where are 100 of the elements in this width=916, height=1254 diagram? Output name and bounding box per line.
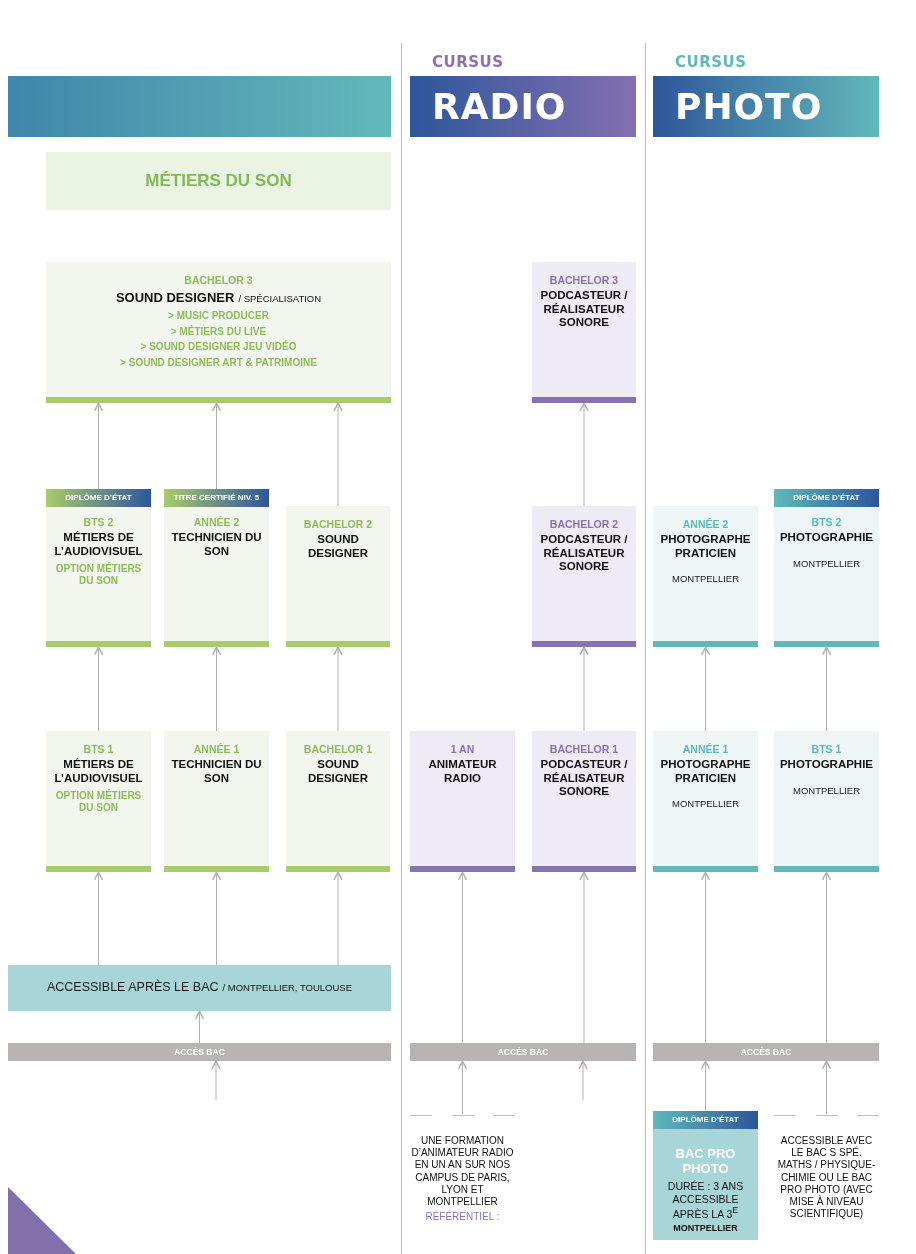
option-label: OPTION MÉTIERS DU SON (54, 790, 143, 814)
access-bar (8, 1043, 391, 1061)
note-text: ACCESSIBLE AVEC LE BAC S SPÉ. MATHS / PHYSIQUE-CHIMIE OU LE BAC PRO PHOTO (AVEC MISE À NIVEAU SCIENTIFIQUE) (776, 1135, 877, 1221)
bar-label: ACCÈS BAC (174, 1047, 225, 1057)
arrow (578, 1060, 588, 1101)
course-card (46, 489, 151, 647)
city-label: MONTPELLIER (792, 784, 860, 796)
course-title: MÉTIERS DE L’AUDIOVISUEL (53, 758, 144, 786)
arrow (333, 646, 343, 732)
course-card (532, 731, 636, 872)
arrow (333, 871, 343, 966)
course-card (653, 731, 758, 872)
level-label: ANNÉE 1 (193, 743, 240, 755)
course-title: MÉTIERS DE L’AUDIOVISUEL (53, 531, 144, 559)
city-label: MONTPELLIER (792, 557, 860, 569)
access-band (8, 965, 391, 1011)
section-banner (8, 76, 391, 137)
arrow (579, 402, 589, 507)
note-text: UNE FORMATION D’ANIMATEUR RADIO EN UN AN SUR NOS CAMPUS DE PARIS, LYON ET MONTPELLIER (411, 1135, 514, 1209)
level-label: BACHELOR 2 (549, 518, 619, 530)
city-label: MONTPELLIER (671, 573, 739, 585)
course-card (532, 262, 636, 403)
level-label: BACHELOR 1 (549, 743, 619, 755)
arrow (821, 871, 832, 1044)
arrow (93, 402, 104, 490)
course-title: TECHNICIEN DU SON (170, 758, 263, 786)
arrow (93, 871, 104, 966)
course-title: TECHNICIEN DU SON (170, 531, 263, 559)
level-label: BACHELOR 2 (303, 518, 373, 530)
course-title: SOUND DESIGNER (306, 533, 370, 561)
access-bar (653, 1043, 879, 1061)
section-banner: PHOTO (653, 76, 879, 137)
level-label: BACHELOR 1 (303, 743, 373, 755)
course-card (46, 262, 391, 403)
course-title: PODCASTEUR / RÉALISATEUR SONORE (539, 289, 629, 330)
specialization-item: > MUSIC PRODUCER (168, 309, 269, 324)
specialization-item: > MÉTIERS DU LIVE (170, 324, 267, 339)
arrow (457, 1060, 468, 1115)
course-title: PHOTOGRAPHE PRATICIEN (659, 533, 752, 561)
specialization-item: > SOUND DESIGNER JEU VIDÉO (140, 339, 297, 355)
arrow (211, 871, 222, 966)
level-label: BTS 1 (811, 743, 842, 755)
subtitle: / MONTPELLIER, TOULOUSE (222, 982, 353, 993)
bar-label: ACCÈS BAC (497, 1047, 549, 1057)
level-label: BTS 2 (811, 516, 842, 528)
course-title: SOUND DESIGNER (115, 290, 235, 306)
course-card (774, 489, 879, 647)
category-title: MÉTIERS DU SON (145, 171, 292, 191)
course-card (653, 506, 758, 647)
course-title: PHOTOGRAPHIE (779, 758, 874, 772)
course-title: BAC PRO PHOTO (674, 1146, 737, 1176)
course-card (774, 731, 879, 872)
level-label: BTS 1 (83, 743, 114, 755)
diploma-tag: DIPLÔME D’ÉTAT (46, 489, 151, 507)
course-card (164, 489, 269, 647)
specialization-item: > SOUND DESIGNER ART & PATRIMOINE (120, 355, 317, 370)
arrow (457, 871, 468, 1044)
option-label: OPTION MÉTIERS DU SON (54, 563, 143, 587)
course-card (653, 1111, 758, 1240)
level-label: BTS 2 (83, 516, 114, 528)
level-label: BACHELOR 3 (549, 274, 619, 286)
arrow (700, 871, 711, 1044)
access-bar (410, 1043, 636, 1061)
arrow (821, 646, 832, 732)
diploma-tag: DIPLÔME D’ÉTAT (653, 1111, 758, 1129)
city-label: MONTPELLIER (671, 798, 739, 810)
course-title: SOUND DESIGNER (306, 758, 370, 786)
arrow (579, 871, 589, 1044)
arrow (194, 1010, 205, 1044)
arrow (579, 646, 589, 732)
arrow (211, 1060, 221, 1101)
subtitle: / SPÉCIALISATION (238, 293, 322, 304)
diploma-tag: DIPLÔME D’ÉTAT (774, 489, 879, 507)
course-title: PODCASTEUR / RÉALISATEUR SONORE (539, 758, 629, 799)
course-title: PHOTOGRAPHE PRATICIEN (659, 758, 752, 786)
arrow (211, 402, 222, 490)
course-card (46, 731, 151, 872)
level-label: ANNÉE 2 (193, 516, 240, 528)
access-note: ACCESSIBLE APRÈS LE BAC (46, 980, 219, 994)
arrow (93, 646, 104, 732)
level-label: 1 AN (450, 743, 475, 755)
course-card (286, 506, 390, 647)
arrow (211, 646, 222, 732)
level-label: ANNÉE 2 (682, 518, 729, 530)
course-card (286, 731, 390, 872)
section-banner: RADIO (410, 76, 636, 137)
category-band (46, 152, 391, 210)
bar-label: ACCÈS BAC (740, 1047, 792, 1057)
course-card (410, 731, 515, 872)
course-title: PHOTOGRAPHIE (779, 531, 874, 545)
level-label: ANNÉE 1 (682, 743, 729, 755)
arrow (700, 646, 711, 732)
cursus-heading: CURSUS (675, 53, 747, 71)
city-label: MONTPELLIER (673, 1223, 738, 1234)
cursus-heading: CURSUS (432, 53, 504, 71)
arrow (333, 402, 343, 507)
level-label: BACHELOR 3 (184, 274, 253, 286)
arrow (700, 1060, 711, 1112)
duration-text: DURÉE : 3 ANS ACCESSIBLE APRÈS LA 3$^{E}$ (666, 1180, 745, 1221)
arrow (821, 1060, 832, 1115)
